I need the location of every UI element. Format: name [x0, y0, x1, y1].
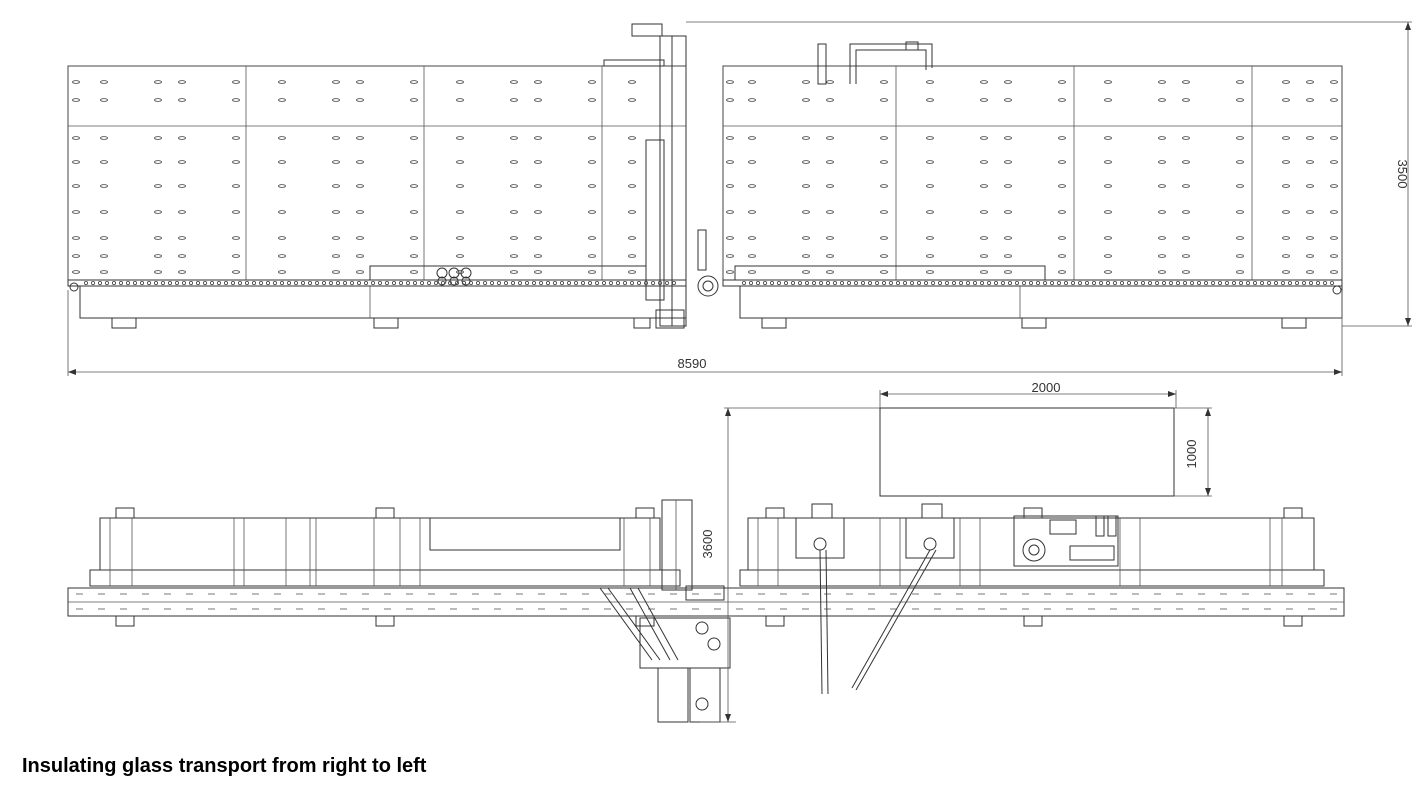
caption: Insulating glass transport from right to… [22, 755, 427, 777]
dim-overall-height: 3500 [1395, 160, 1410, 189]
plan-view: 3600 2000 1000 [67, 380, 1345, 723]
dim-box-width: 2000 [1032, 380, 1061, 395]
dim-box-height: 1000 [1184, 440, 1199, 469]
dim-overall-length: 8590 [678, 356, 707, 371]
dim-depth: 3600 [700, 530, 715, 559]
front-elevation-view: 8590 3500 [67, 21, 1412, 376]
